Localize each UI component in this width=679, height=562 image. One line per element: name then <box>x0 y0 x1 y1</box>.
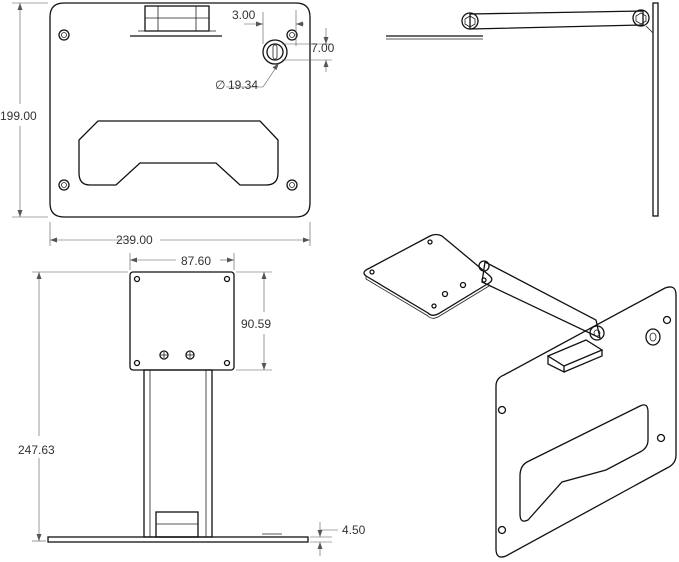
dim-hole-diameter-label: 19.34 <box>228 78 258 92</box>
dim-height-label: 199.00 <box>0 109 37 123</box>
dim-hole-diameter <box>226 62 280 88</box>
dim-total-height-label: 247.63 <box>18 443 55 457</box>
iso-wall-plate <box>495 286 677 558</box>
corner-holes <box>58 29 298 191</box>
dim-plate-thickness <box>310 522 338 556</box>
iso-mount-plate <box>363 233 493 316</box>
dim-edge-offset-label: 3.00 <box>232 8 256 22</box>
dim-height <box>12 2 48 218</box>
iso-handle-cutout <box>519 404 649 522</box>
handle-cutout <box>78 120 279 186</box>
dim-edge-offset <box>244 10 304 46</box>
stand-hinge <box>155 511 199 538</box>
stand-base-plate <box>47 536 309 543</box>
iso-pivot-right <box>589 325 605 341</box>
side-pivot-left <box>461 12 479 30</box>
iso-corner-holes <box>497 315 672 535</box>
dim-mount-width <box>129 253 235 270</box>
dim-mount-height <box>236 271 272 371</box>
front-view <box>49 2 311 218</box>
dim-width <box>49 222 311 246</box>
mount-plate-holes <box>133 275 231 367</box>
side-pivot-right <box>632 9 650 27</box>
dim-total-height <box>32 271 128 542</box>
dim-mount-height-label: 90.59 <box>241 317 271 331</box>
front-plate-outline <box>49 2 311 218</box>
dim-slot-height-label: 7.00 <box>311 41 335 55</box>
iso-mount-holes <box>369 239 487 309</box>
dim-diameter-symbol: ∅ <box>215 78 225 92</box>
iso-lock-hole <box>645 328 661 346</box>
dim-slot-height <box>282 28 332 72</box>
screw-icon <box>159 350 195 360</box>
iso-hinge-bracket <box>546 339 604 367</box>
stand-view <box>47 271 309 543</box>
isometric-view <box>363 233 677 558</box>
lock-hole <box>262 39 288 65</box>
iso-arm <box>481 261 601 340</box>
dim-plate-thickness-label: 4.50 <box>342 523 366 537</box>
side-wall-plate <box>652 2 659 217</box>
dim-width-label: 239.00 <box>116 233 153 247</box>
side-view <box>386 2 659 217</box>
side-arm <box>469 10 644 30</box>
dim-mount-width-label: 87.60 <box>181 254 211 268</box>
stand-mount-plate <box>129 271 235 371</box>
hinge-bracket <box>144 5 210 32</box>
